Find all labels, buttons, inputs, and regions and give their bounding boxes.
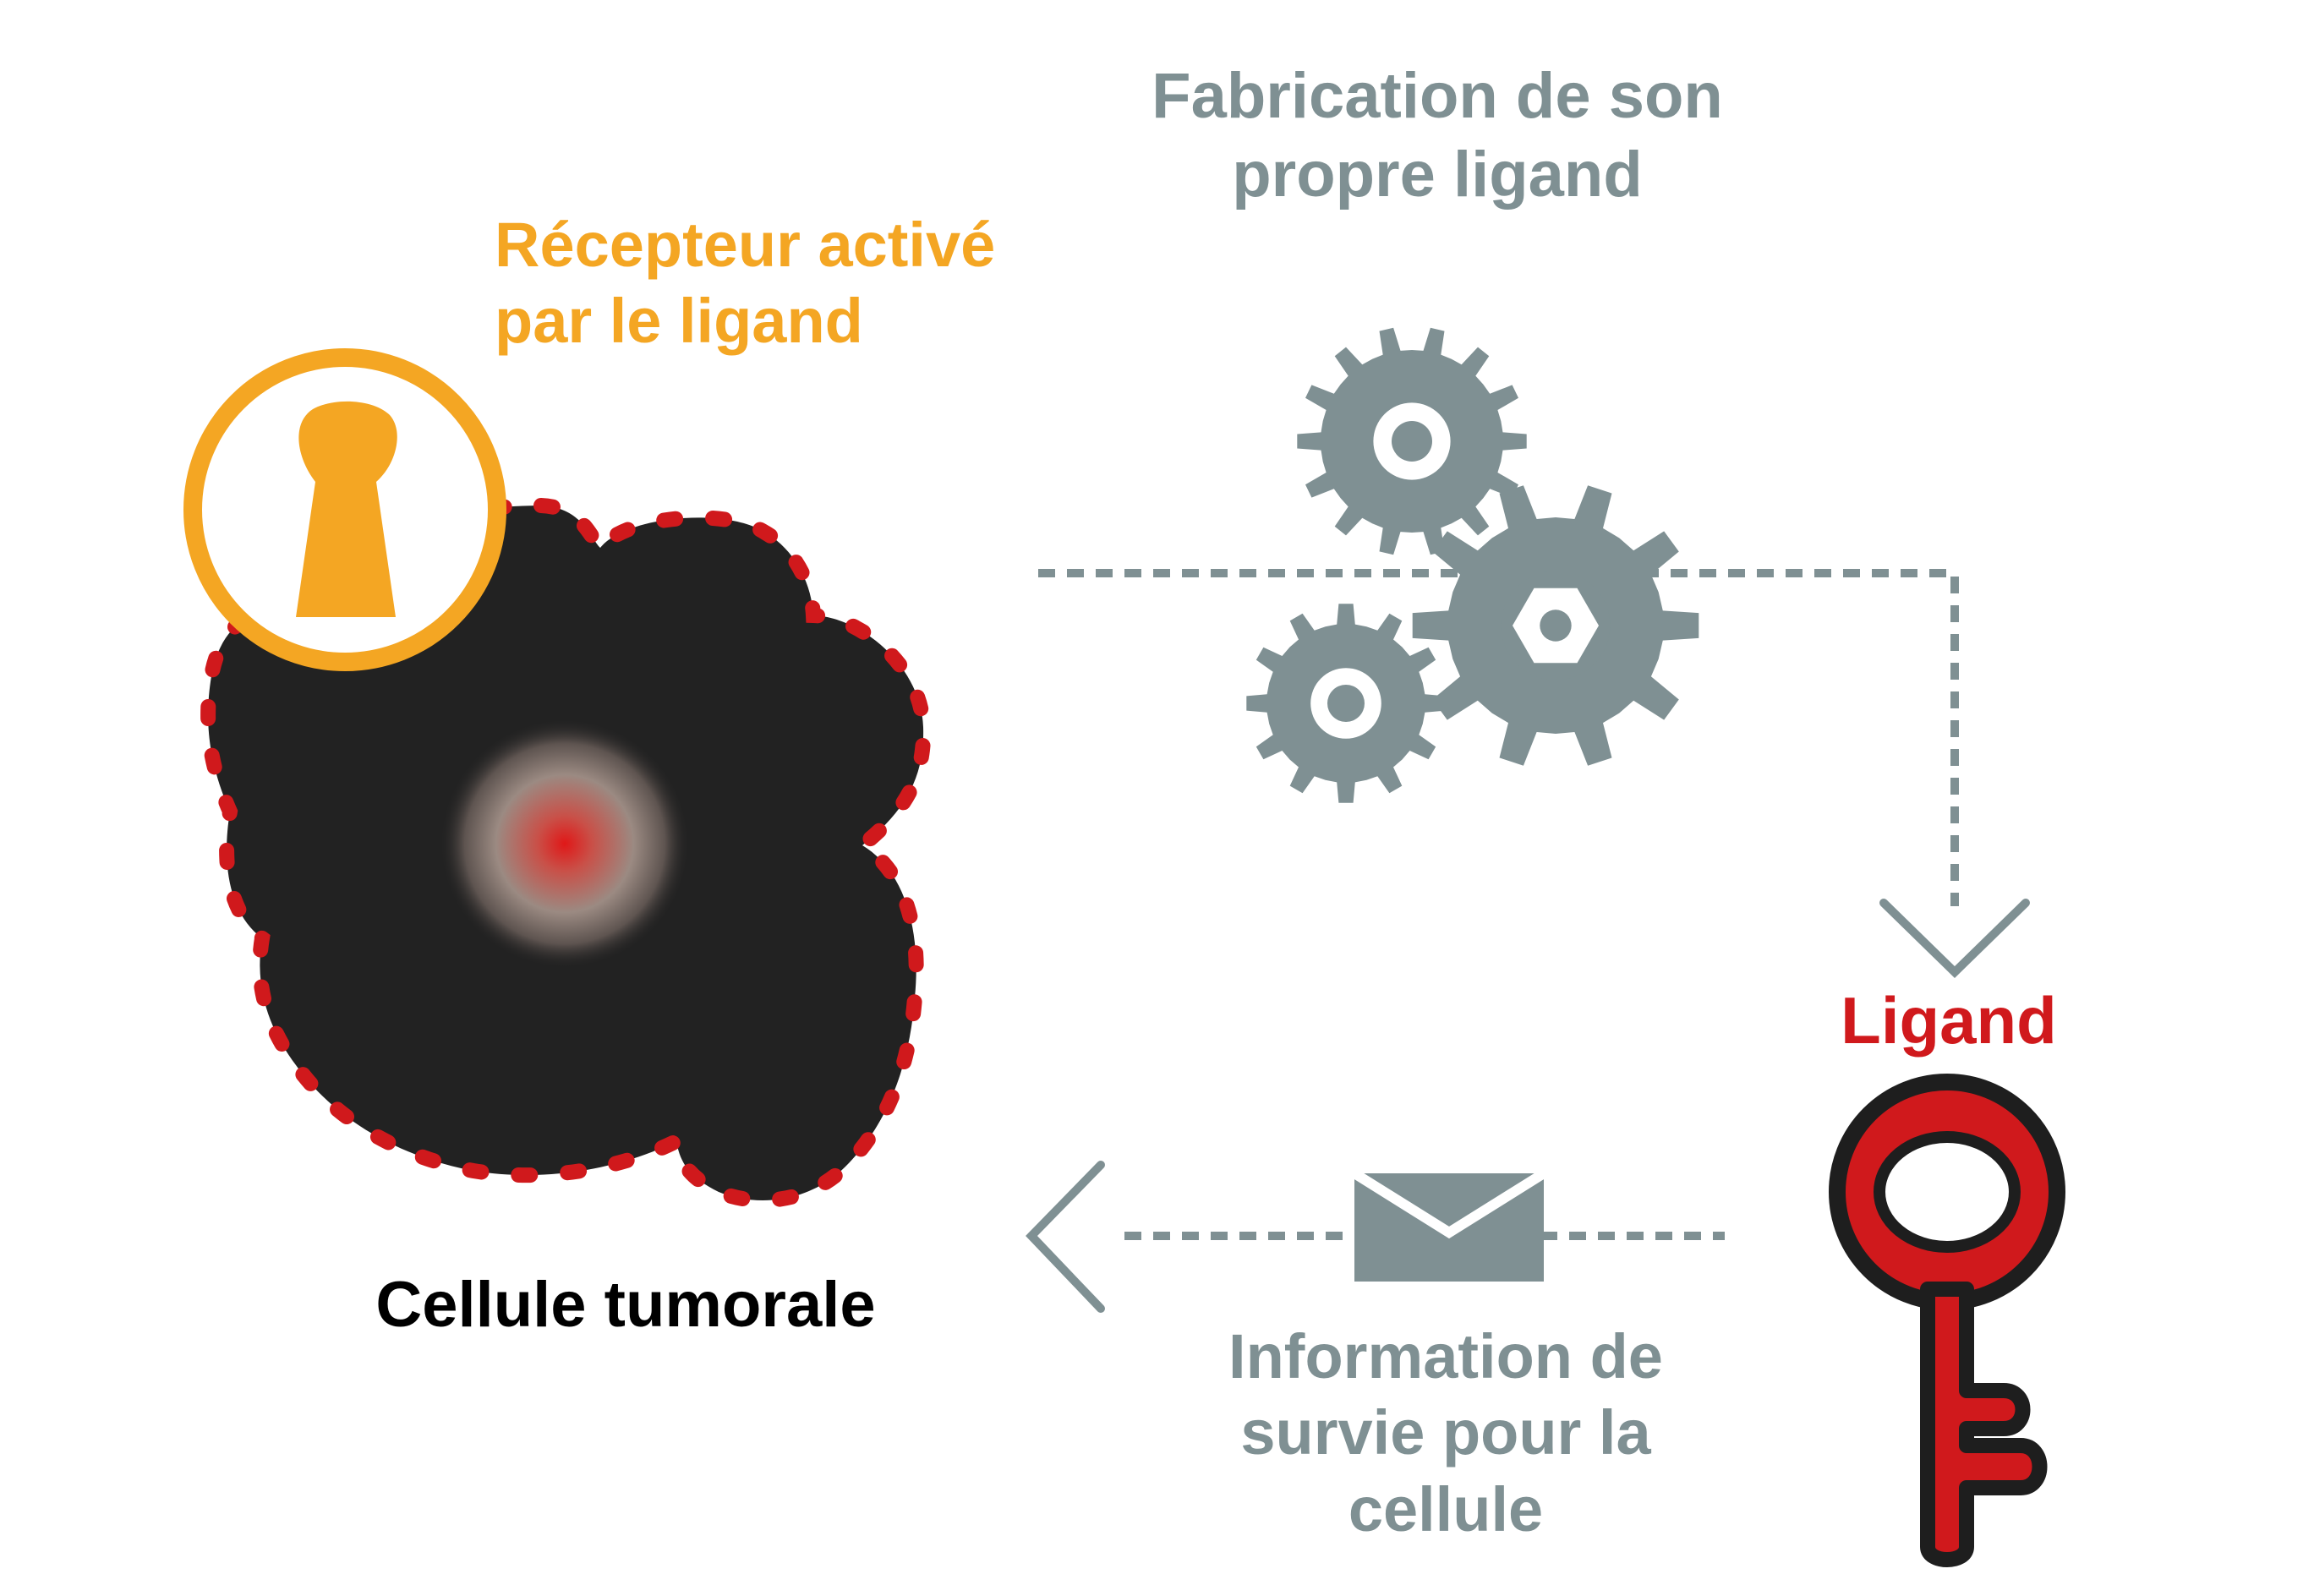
gear xyxy=(1297,327,1527,555)
survival-label-line-3: cellule xyxy=(1348,1473,1544,1544)
gear xyxy=(1246,604,1446,803)
survival-label-line-2: survie pour la xyxy=(1240,1397,1651,1468)
envelope-icon xyxy=(1351,1168,1547,1282)
keyhole-icon xyxy=(296,401,397,617)
production-label-line-2: propre ligand xyxy=(1232,138,1643,210)
cell-nucleus xyxy=(440,719,690,969)
receptor-label-line-2: par le ligand xyxy=(495,286,863,357)
gear-hub xyxy=(1392,421,1432,462)
gear xyxy=(1412,485,1699,766)
key-icon xyxy=(1829,1074,2065,1567)
survival-information-label: Information de survie pour la cellule xyxy=(1184,1319,1708,1548)
gears-icon xyxy=(1246,327,1699,803)
receptor-label: Récepteur activé par le ligand xyxy=(495,207,1171,360)
ligand-label: Ligand xyxy=(1841,983,2057,1058)
survival-label-line-1: Information de xyxy=(1228,1321,1663,1391)
chevron-down-icon xyxy=(1879,899,2030,978)
gear-axle xyxy=(1540,609,1572,642)
tumor-cell-label: Cellule tumorale xyxy=(375,1269,876,1341)
chevron-left-icon xyxy=(1026,1161,1105,1313)
production-label-line-1: Fabrication de son xyxy=(1152,60,1723,132)
receptor-label-line-1: Récepteur activé xyxy=(495,210,996,280)
gear-hub xyxy=(1327,685,1365,722)
tumor-cell xyxy=(200,497,932,1208)
production-label: Fabrication de son propre ligand xyxy=(1040,57,1835,214)
receptor xyxy=(183,348,506,671)
